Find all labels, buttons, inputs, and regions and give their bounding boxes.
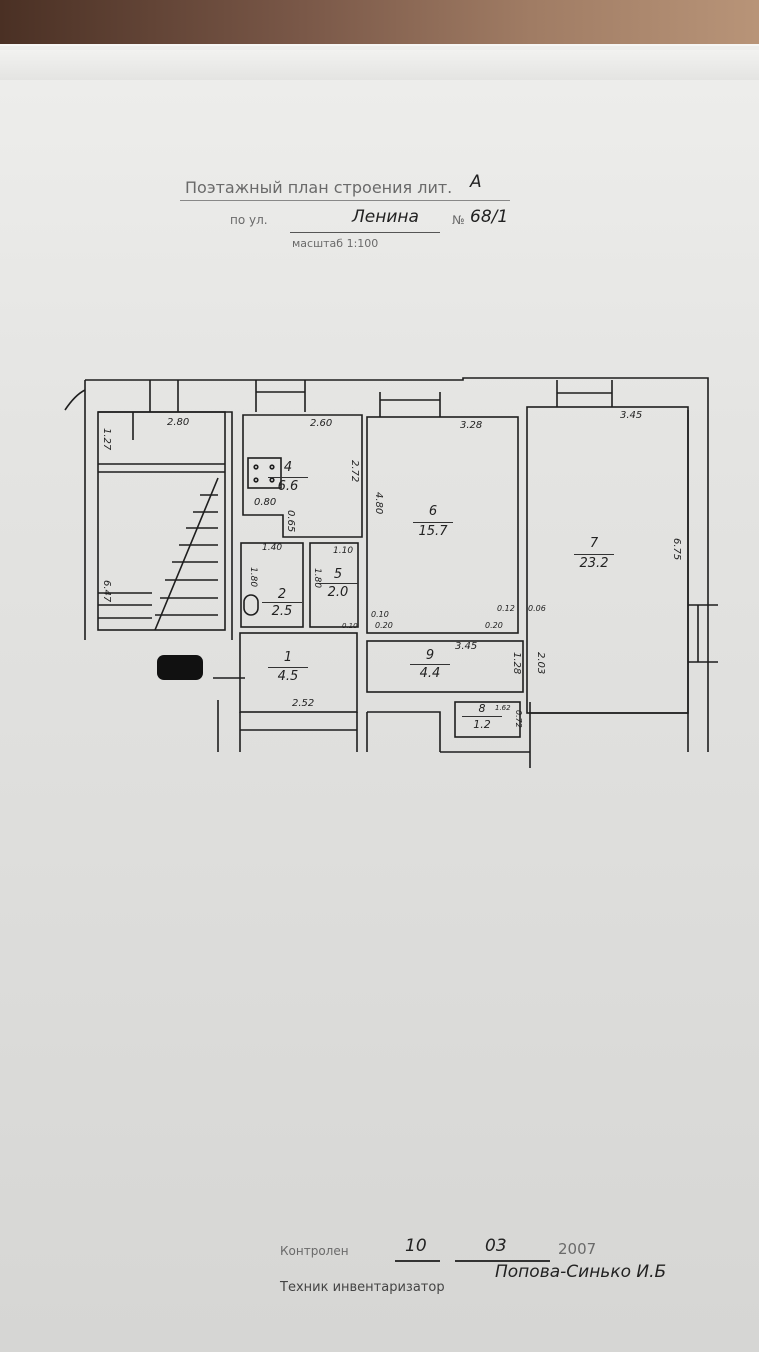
technician-name: Попова-Синько И.Б	[495, 1262, 667, 1282]
outer-wall	[85, 377, 709, 752]
toilet-icon	[243, 594, 259, 616]
underline	[455, 1260, 550, 1262]
street-prefix: по ул.	[230, 213, 268, 227]
room-1	[239, 632, 358, 713]
underline	[395, 1260, 440, 1262]
room-2	[240, 542, 304, 628]
room-5	[309, 542, 359, 628]
paper-sheet	[0, 44, 759, 1352]
scale-label: масштаб 1:100	[292, 237, 379, 250]
stair-room	[97, 411, 226, 631]
room-9	[366, 640, 524, 693]
room-8	[454, 701, 521, 738]
street-name: Ленина	[352, 207, 419, 227]
technician-label: Техник инвентаризатор	[280, 1280, 445, 1295]
plan-title: Поэтажный план строения лит.	[185, 178, 453, 197]
paper-edge	[0, 50, 759, 80]
redacted-mark	[157, 655, 203, 680]
date-year: 2007	[558, 1240, 597, 1258]
number-prefix: №	[452, 213, 465, 227]
litera: А	[470, 172, 482, 192]
room-4	[242, 414, 363, 538]
date-day: 10	[405, 1236, 427, 1256]
room-6	[366, 416, 519, 634]
wall-break-left	[64, 389, 86, 411]
controlled-label: Контролен	[280, 1244, 349, 1258]
building-number: 68/1	[470, 207, 509, 227]
underline	[290, 232, 440, 233]
stove-icon	[247, 457, 282, 489]
underline	[180, 200, 510, 201]
date-month: 03	[485, 1236, 507, 1256]
